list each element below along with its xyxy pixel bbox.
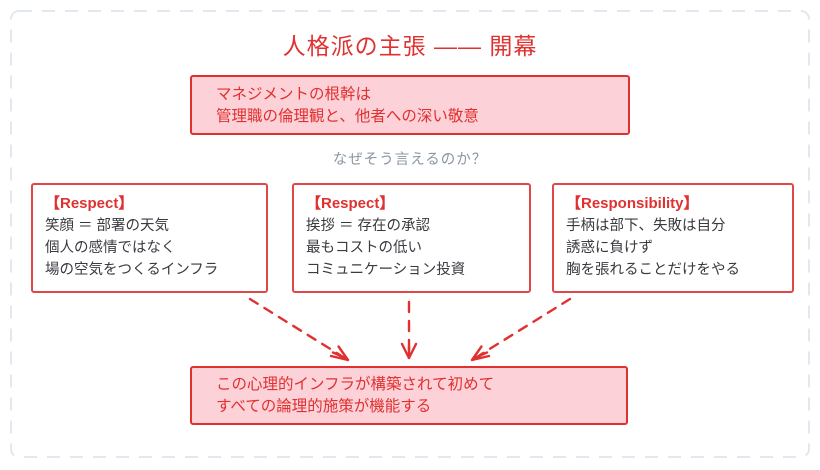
- card-1-heading: 【Respect】: [45, 195, 134, 212]
- card-3-heading: 【Responsibility】: [566, 195, 699, 212]
- arrow-right-icon: [470, 297, 572, 362]
- card-responsibility: 【Responsibility】 手柄は部下、失敗は自分 誘惑に負けず 胸を張れ…: [552, 183, 794, 293]
- card-2-heading: 【Respect】: [306, 195, 395, 212]
- question-label: なぜそう言えるのか？: [332, 152, 488, 168]
- card-1-line-1: 笑顔 ＝ 部署の天気: [45, 218, 170, 234]
- card-2-line-1: 挨拶 ＝ 存在の承認: [306, 218, 431, 234]
- premise-line-2: 管理職の倫理観と、他者への深い敬意: [216, 108, 479, 125]
- card-1-line-3: 場の空気をつくるインフラ: [45, 262, 219, 278]
- card-1-line-2: 個人の感情ではなく: [45, 240, 176, 256]
- conclusion-box: この心理的インフラが構築されて初めて すべての論理的施策が機能する: [190, 366, 628, 425]
- arrow-left-icon: [248, 297, 350, 362]
- premise-line-1: マネジメントの根幹は: [216, 86, 372, 103]
- card-2-line-2: 最もコストの低い: [306, 240, 422, 256]
- conclusion-line-2: すべての論理的施策が機能する: [216, 398, 432, 415]
- page-title: 人格派の主張 —— 開幕: [282, 33, 538, 59]
- card-2-line-3: コミュニケーション投資: [306, 262, 466, 278]
- card-respect-smile: 【Respect】 笑顔 ＝ 部署の天気 個人の感情ではなく 場の空気をつくるイ…: [31, 183, 268, 293]
- card-3-line-2: 誘惑に負けず: [566, 240, 653, 256]
- conclusion-line-1: この心理的インフラが構築されて初めて: [216, 376, 495, 393]
- card-3-line-3: 胸を張れることだけをやる: [566, 262, 740, 278]
- arrow-middle-icon: [400, 300, 418, 360]
- card-3-line-1: 手柄は部下、失敗は自分: [566, 218, 726, 234]
- card-respect-greeting: 【Respect】 挨拶 ＝ 存在の承認 最もコストの低い コミュニケーション投…: [292, 183, 531, 293]
- premise-box: マネジメントの根幹は 管理職の倫理観と、他者への深い敬意: [190, 75, 630, 135]
